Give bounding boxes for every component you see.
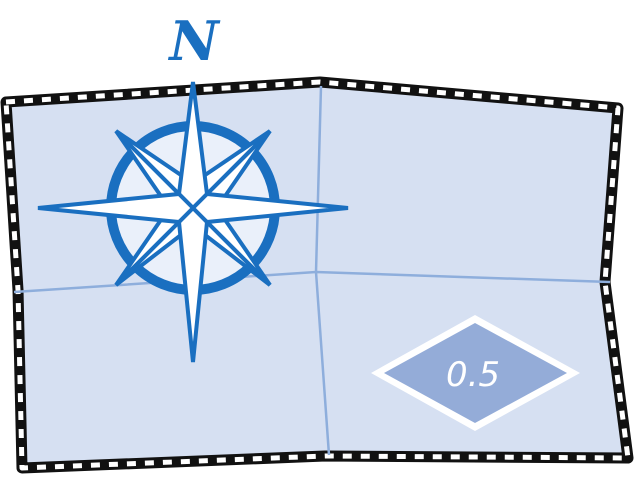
compass-rose-icon [37,81,349,363]
north-label: N [167,9,221,73]
scale-badge-value: 0.5 [446,355,500,395]
scale-badge-inner [384,323,567,423]
map-sheet [0,76,634,474]
scale-badge: 0.5 [371,315,580,431]
map-fold-horizontal [13,270,611,294]
compass-cardinal-points [37,81,349,363]
map-border-dashes [3,79,631,471]
